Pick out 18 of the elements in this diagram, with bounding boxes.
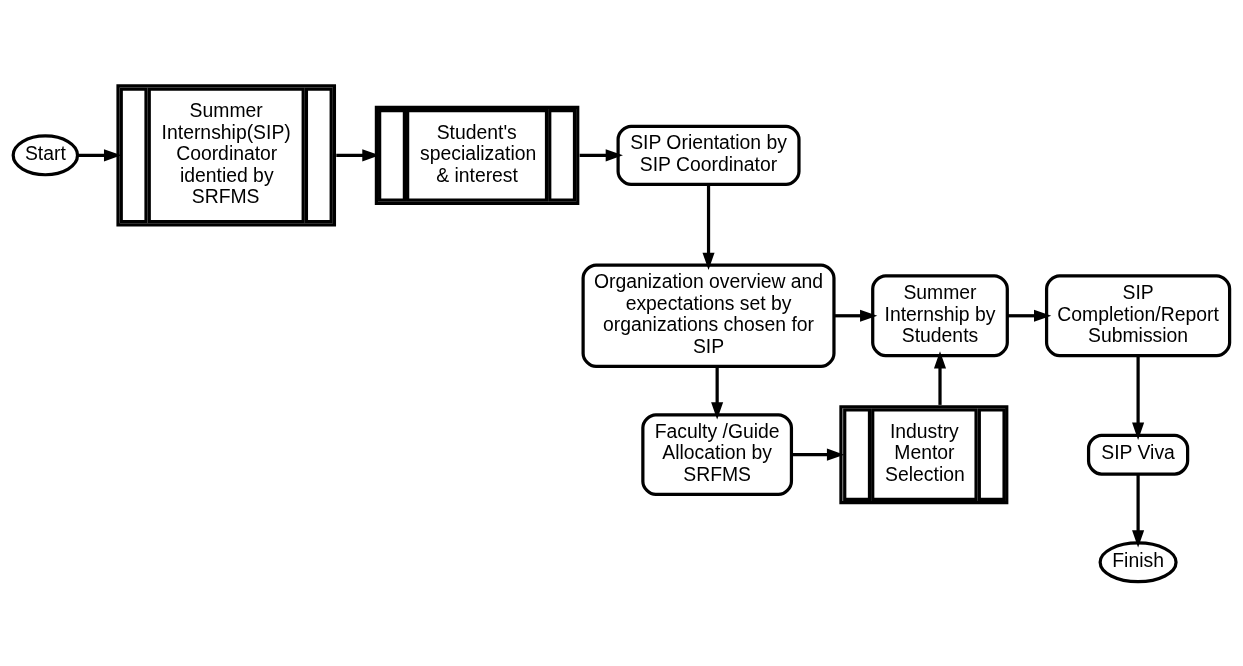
arrow: [834, 309, 878, 322]
arrow: [579, 149, 623, 162]
arrow: [933, 351, 947, 405]
node-ellipse: Finish: [1098, 541, 1178, 584]
arrow: [791, 448, 845, 461]
arrow: [77, 149, 122, 162]
arrow: [711, 366, 724, 420]
arrow: [1132, 355, 1145, 440]
node-box: Organization overview and expectations set by organizations chosen for SIP: [581, 263, 836, 368]
arrow: [1007, 309, 1052, 322]
node-ellipse: Start: [11, 134, 80, 177]
arrow: [1132, 474, 1145, 548]
node-box: SIP Orientation by SIP Coordinator: [616, 124, 801, 187]
node-box: Summer Internship by Students: [871, 274, 1009, 358]
arrow: [702, 184, 715, 270]
node-box: SIP Viva: [1086, 433, 1190, 476]
node-box: Faculty /Guide Allocation by SRFMS: [641, 413, 794, 497]
node-box: SIP Completion/Report Submission: [1044, 274, 1232, 358]
